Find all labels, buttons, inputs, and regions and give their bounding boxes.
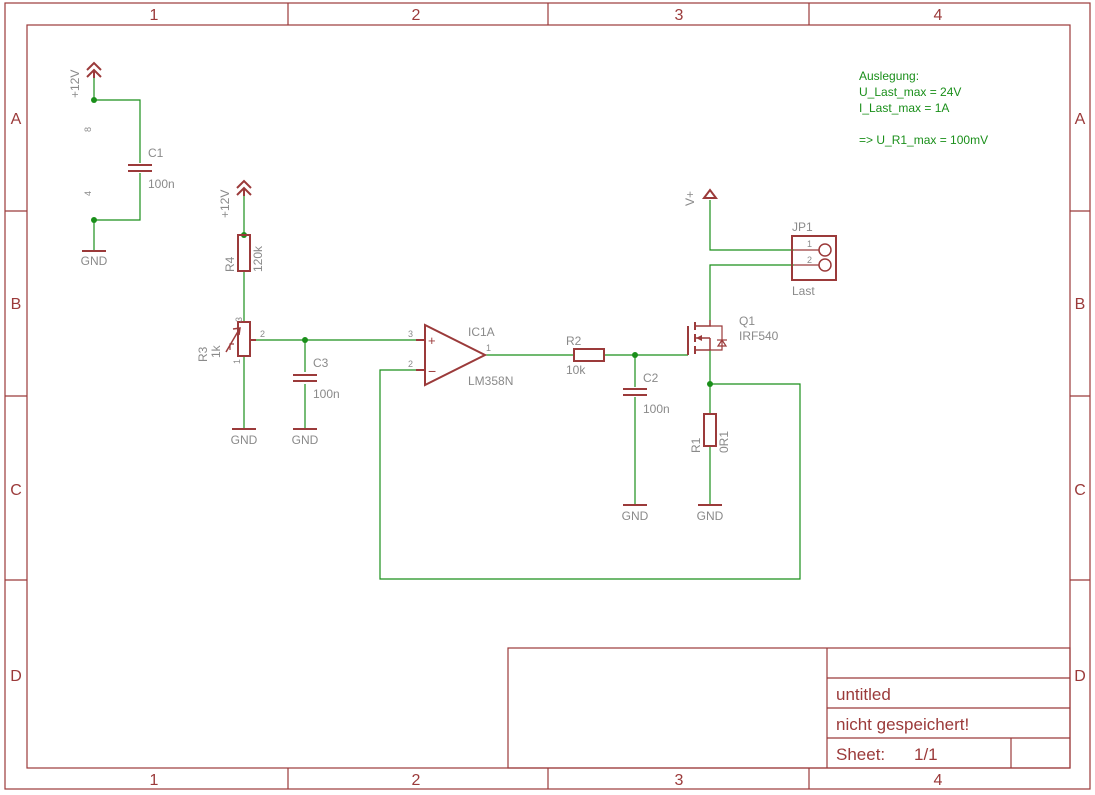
r3-pin-2: 2 xyxy=(260,329,265,339)
junctions xyxy=(91,97,713,387)
mosfet-q1[interactable]: Q1 IRF540 xyxy=(687,314,779,355)
potentiometer-r3[interactable]: R3 1k 3 2 1 xyxy=(196,317,265,364)
supply-12v-r4: +12V xyxy=(218,179,252,218)
gnd-c1-label: GND xyxy=(81,254,108,268)
svg-text:−: − xyxy=(428,363,436,379)
capacitor-c1[interactable]: C1 100n 8 4 xyxy=(83,127,175,196)
resistor-r1[interactable]: R1 0R1 xyxy=(689,413,731,453)
c3-value: 100n xyxy=(313,387,340,401)
row-label-left-d: D xyxy=(10,668,22,685)
supply-12v-c1-label: +12V xyxy=(68,70,82,98)
row-label-right-c: C xyxy=(1074,482,1086,499)
col-label-top-2: 2 xyxy=(412,7,421,24)
r2-value: 10k xyxy=(566,363,586,377)
title-block-sheet-label: Sheet: xyxy=(836,745,885,764)
capacitor-c2[interactable]: C2 100n xyxy=(623,371,670,416)
gnd-c2: GND xyxy=(622,504,649,523)
ic1a-ref: IC1A xyxy=(468,325,495,339)
gnd-c3: GND xyxy=(292,428,319,447)
opamp-ic1a[interactable]: + − IC1A LM358N 3 2 1 xyxy=(408,323,513,388)
c1-value: 100n xyxy=(148,177,175,191)
notes-line-1: U_Last_max = 24V xyxy=(859,85,961,99)
supply-12v-c1: +12V xyxy=(68,61,102,98)
jp1-ref: JP1 xyxy=(792,220,813,234)
drawing-frame: 1 2 3 4 1 2 3 4 A B C D A B C D xyxy=(4,2,1091,790)
r1-value: 0R1 xyxy=(717,431,731,453)
r3-pin-1: 1 xyxy=(232,359,242,364)
title-block-status: nicht gespeichert! xyxy=(836,715,969,734)
supply-12v-r4-label: +12V xyxy=(218,190,232,218)
gnd-c1: GND xyxy=(81,250,108,268)
row-label-left-a: A xyxy=(11,111,22,128)
gnd-r1-label: GND xyxy=(697,509,724,523)
c2-ref: C2 xyxy=(643,371,659,385)
q1-ref: Q1 xyxy=(739,314,755,328)
design-notes: Auslegung: U_Last_max = 24V I_Last_max =… xyxy=(859,69,988,147)
c2-value: 100n xyxy=(643,402,670,416)
c1-ref: C1 xyxy=(148,146,164,160)
jp1-pin-1: 1 xyxy=(807,239,812,249)
notes-heading: Auslegung: xyxy=(859,69,919,83)
r3-pin-3: 3 xyxy=(234,317,244,322)
r4-ref: R4 xyxy=(223,256,237,272)
notes-line-2: I_Last_max = 1A xyxy=(859,101,949,115)
col-label-top-4: 4 xyxy=(934,7,943,24)
r3-value: 1k xyxy=(209,344,223,358)
col-label-bottom-1: 1 xyxy=(150,772,159,789)
row-label-right-a: A xyxy=(1075,111,1086,128)
wires xyxy=(93,78,801,580)
ic1a-pin-2: 2 xyxy=(408,359,413,369)
row-label-left-b: B xyxy=(11,296,22,313)
capacitor-c3[interactable]: C3 100n xyxy=(293,356,340,401)
r1-ref: R1 xyxy=(689,437,703,453)
gnd-r1: GND xyxy=(697,504,724,523)
ic1a-pin-3: 3 xyxy=(408,329,413,339)
notes-line-4: => U_R1_max = 100mV xyxy=(859,133,988,147)
row-label-right-b: B xyxy=(1075,296,1086,313)
jp1-pin-2: 2 xyxy=(807,255,812,265)
jp1-value: Last xyxy=(792,284,815,298)
col-label-bottom-3: 3 xyxy=(675,772,684,789)
c3-ref: C3 xyxy=(313,356,329,370)
col-label-bottom-4: 4 xyxy=(934,772,943,789)
ic1a-pin-1: 1 xyxy=(486,343,491,353)
connector-jp1[interactable]: JP1 Last 1 2 xyxy=(791,220,837,298)
title-block-sheet-value: 1/1 xyxy=(914,745,938,764)
r4-value: 120k xyxy=(251,245,265,272)
col-label-top-1: 1 xyxy=(150,7,159,24)
q1-value: IRF540 xyxy=(739,329,779,343)
col-label-top-3: 3 xyxy=(675,7,684,24)
svg-text:+: + xyxy=(428,333,436,348)
r2-ref: R2 xyxy=(566,334,582,348)
resistor-r4[interactable]: R4 120k xyxy=(223,234,265,272)
ic1a-value: LM358N xyxy=(468,374,513,388)
gnd-c3-label: GND xyxy=(292,433,319,447)
c1-pin-4: 4 xyxy=(83,191,93,196)
c1-pin-8: 8 xyxy=(83,127,93,132)
gnd-c2-label: GND xyxy=(622,509,649,523)
row-label-left-c: C xyxy=(10,482,22,499)
r3-ref: R3 xyxy=(196,346,210,362)
supply-vplus: V+ xyxy=(683,188,718,206)
supply-vplus-label: V+ xyxy=(683,191,697,206)
gnd-r3: GND xyxy=(231,428,258,447)
resistor-r2[interactable]: R2 10k xyxy=(566,334,605,377)
row-label-right-d: D xyxy=(1074,668,1086,685)
col-label-bottom-2: 2 xyxy=(412,772,421,789)
title-block: untitled nicht gespeichert! Sheet: 1/1 xyxy=(507,647,1071,769)
title-block-title: untitled xyxy=(836,685,891,704)
gnd-r3-label: GND xyxy=(231,433,258,447)
